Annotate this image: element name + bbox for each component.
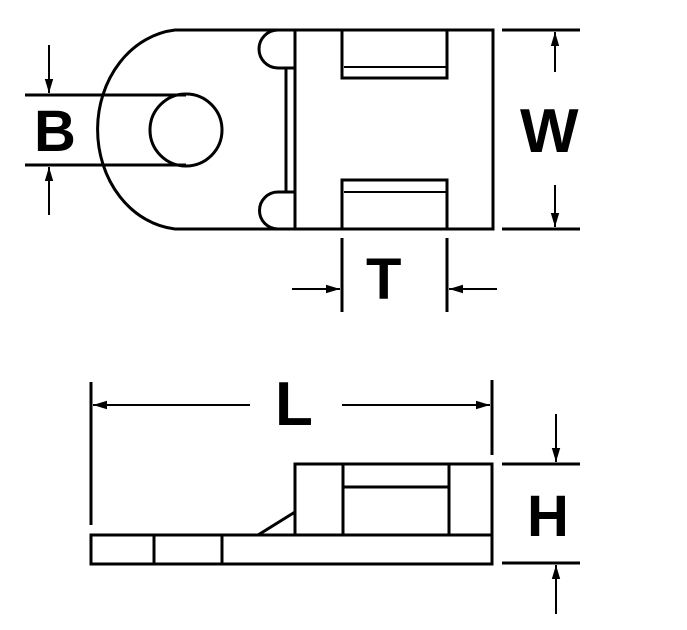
base-plate [89,533,494,566]
dimension-w [502,28,580,231]
notch-bottom [258,190,295,231]
mount-outline-top [96,28,495,231]
label-l: L [275,370,313,439]
slot-top [340,30,449,80]
support-rib [257,510,296,537]
mounting-hole [148,92,224,168]
dimension-h [502,414,580,614]
label-w: W [520,97,579,166]
side-view [89,462,494,566]
dimension-t [292,238,497,312]
tie-head-block [293,462,494,537]
top-view [25,28,495,231]
label-h: H [527,484,569,549]
dimension-l [89,380,494,525]
slot-bottom [340,178,449,229]
notch-top [257,28,295,70]
label-t: T [366,247,401,312]
label-b: B [34,99,76,164]
